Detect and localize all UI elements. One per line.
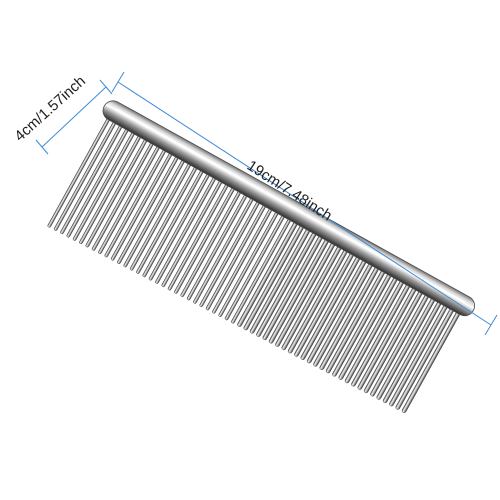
width-dimension-label: 4cm/1.57inch bbox=[11, 73, 89, 145]
comb-tooth bbox=[136, 163, 200, 274]
comb-tooth bbox=[123, 156, 187, 268]
length-dimension-line bbox=[117, 81, 492, 326]
comb-tooth bbox=[142, 166, 206, 278]
comb-tooth bbox=[174, 184, 237, 294]
length-dimension-tick-start bbox=[111, 71, 125, 93]
comb-teeth bbox=[47, 114, 462, 413]
width-dimension-line bbox=[41, 86, 107, 148]
comb-tooth bbox=[110, 149, 175, 261]
comb-tooth bbox=[117, 152, 181, 264]
comb-tooth bbox=[104, 145, 168, 258]
comb-tooth bbox=[193, 194, 256, 304]
comb-tooth bbox=[180, 187, 243, 298]
comb-tooth bbox=[155, 173, 218, 284]
comb-spine bbox=[102, 100, 476, 317]
width-dimension-tick-bottom bbox=[35, 139, 49, 155]
comb-tooth bbox=[186, 190, 250, 301]
length-dimension-tick-end bbox=[484, 314, 498, 336]
comb-tooth bbox=[161, 177, 225, 288]
comb-tooth bbox=[148, 170, 212, 281]
comb-tooth bbox=[129, 159, 193, 271]
comb bbox=[47, 100, 476, 413]
comb-tooth bbox=[167, 180, 231, 291]
comb-tooth bbox=[199, 197, 262, 307]
width-dimension-tick-top bbox=[99, 79, 113, 95]
